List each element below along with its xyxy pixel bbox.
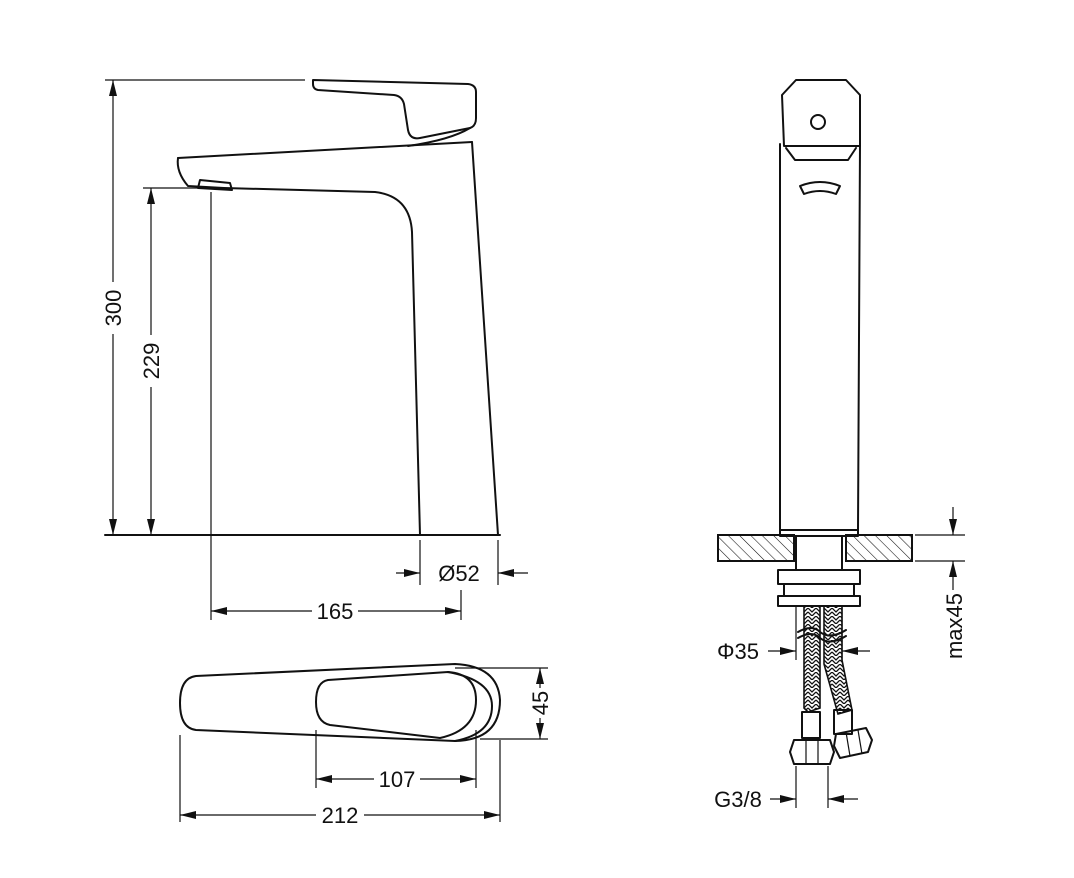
- arrow-45-bottom: [536, 723, 544, 739]
- top-lever-hinge: [447, 671, 493, 742]
- arrow-35-left: [780, 647, 796, 655]
- side-spout-tip: [176, 157, 225, 189]
- front-outlet: [799, 181, 841, 195]
- front-handle-indicator: [810, 114, 826, 130]
- arrow-52-left: [404, 569, 420, 577]
- front-fixing-washer: [783, 583, 855, 597]
- front-handle: [781, 79, 861, 147]
- front-body: [779, 143, 861, 531]
- deck-right-section: [845, 534, 913, 562]
- deck-left-section: [717, 534, 795, 562]
- arrow-g38-right: [828, 795, 844, 803]
- arrow-212-right: [484, 811, 500, 819]
- side-aerator: [197, 179, 233, 191]
- dim-165-gap: [312, 598, 358, 624]
- arrow-35-right: [842, 647, 858, 655]
- side-body-back: [471, 141, 499, 536]
- dim-212-gap: [316, 802, 364, 828]
- dim-max45-label: max45: [942, 593, 967, 659]
- dim-229-label: 229: [139, 343, 164, 380]
- arrow-45-top: [536, 668, 544, 684]
- top-lever-outline: [315, 671, 477, 739]
- hose-break-mark: [797, 627, 847, 643]
- dim-165-label: 165: [317, 599, 354, 624]
- side-spout-top: [177, 141, 473, 159]
- arrow-g38-left: [780, 795, 796, 803]
- arrow-107-right: [460, 775, 476, 783]
- arrow-max45-bottom: [949, 561, 957, 577]
- dim-300-gap: [100, 282, 126, 334]
- arrow-212-left: [180, 811, 196, 819]
- arrow-52-right: [498, 569, 514, 577]
- side-handle-lever: [312, 79, 477, 140]
- dim-45-gap: [528, 688, 552, 718]
- dim-212-label: 212: [322, 803, 359, 828]
- dim-45-label: 45: [528, 691, 553, 715]
- arrow-229-bottom: [147, 519, 155, 535]
- dim-107-gap: [374, 766, 420, 792]
- arrow-max45-top: [949, 519, 957, 535]
- arrow-107-left: [316, 775, 332, 783]
- hose-right-ferrule: [833, 709, 853, 735]
- top-view: 45 107 212: [179, 663, 553, 828]
- hose-left-nut: [789, 739, 835, 765]
- hose-left: [803, 605, 821, 713]
- front-fixing-base: [777, 595, 861, 607]
- arrow-229-top: [147, 188, 155, 204]
- front-view: max45 Φ35 G3/8: [714, 79, 967, 812]
- arrow-300-top: [109, 80, 117, 96]
- hose-right-nut: [833, 727, 873, 759]
- dim-g38-label: G3/8: [714, 787, 762, 812]
- top-spout-outline: [179, 663, 501, 742]
- side-spout-underside: [223, 187, 421, 536]
- arrow-165-right: [445, 607, 461, 615]
- dim-107-label: 107: [379, 767, 416, 792]
- front-tail-piece: [795, 535, 843, 571]
- dim-300-label: 300: [101, 290, 126, 327]
- front-handle-bottom: [785, 147, 857, 161]
- arrow-165-left: [211, 607, 227, 615]
- dim-52-label: Ø52: [438, 561, 480, 586]
- dim-35-label: Φ35: [717, 639, 759, 664]
- hose-left-nut-facets: [805, 740, 819, 764]
- front-fixing-nut: [777, 569, 861, 585]
- dim-229-gap: [138, 335, 164, 387]
- hose-right: [823, 605, 853, 715]
- arrow-300-bottom: [109, 519, 117, 535]
- side-view: 300 229 Ø52 165: [100, 79, 528, 624]
- hose-right-nut-facets: [845, 729, 863, 757]
- hose-left-ferrule: [801, 711, 821, 739]
